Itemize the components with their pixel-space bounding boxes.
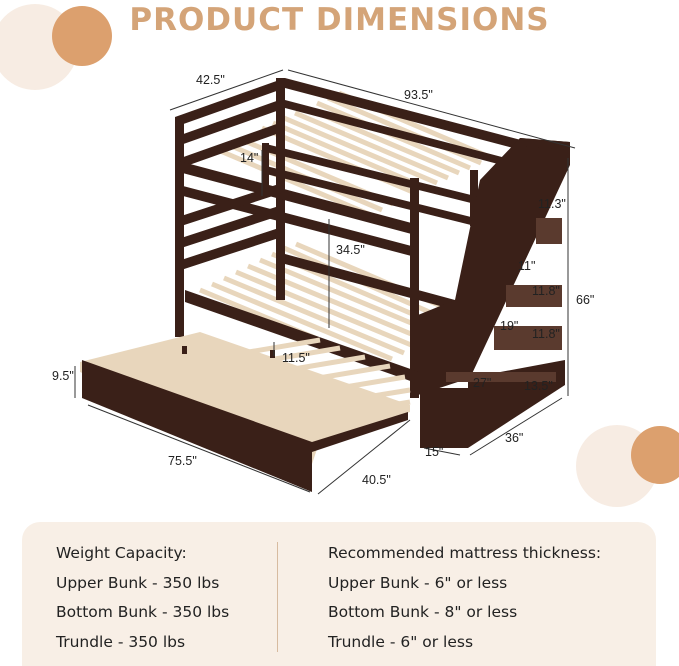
- dimension-labels: 42.5" 93.5" 14" 11.3" 34.5" 11" 11.8" 66…: [52, 73, 594, 487]
- dim-overall-height: 66": [576, 293, 594, 307]
- info-panel: Weight Capacity: Upper Bunk - 350 lbs Bo…: [22, 522, 656, 666]
- dim-step-c: 19": [500, 319, 518, 333]
- weight-trundle: Trundle - 350 lbs: [56, 632, 186, 651]
- dim-step-a: 11": [518, 259, 535, 273]
- dim-stair-width: 13.5": [524, 379, 553, 393]
- trundle: [80, 332, 411, 492]
- dim-step-b: 11.8": [532, 284, 560, 298]
- dim-stair-base: 15": [425, 445, 443, 459]
- weight-capacity-heading: Weight Capacity:: [56, 544, 187, 562]
- dim-bunk-gap: 34.5": [336, 243, 365, 257]
- dim-stair-length: 36": [505, 431, 523, 445]
- decorative-circle-dark-right: [631, 426, 679, 484]
- stair-highlights: [446, 218, 562, 382]
- weight-upper-bunk: Upper Bunk - 350 lbs: [56, 573, 220, 592]
- dim-trundle-height: 9.5": [52, 369, 74, 383]
- mattress-upper-bunk: Upper Bunk - 6" or less: [328, 573, 508, 592]
- decorative-circle-dark-top: [52, 6, 112, 66]
- dim-step-d: 11.8": [532, 327, 560, 341]
- dim-depth-top: 42.5": [196, 73, 225, 87]
- mattress-thickness-column: Recommended mattress thickness: Upper Bu…: [328, 539, 601, 657]
- dim-stair-top: 11.3": [538, 197, 566, 211]
- bed-frame: [175, 78, 521, 398]
- dim-trundle-width: 40.5": [362, 473, 391, 487]
- dim-length-top: 93.5": [404, 88, 433, 102]
- bunk-bed-diagram: 42.5" 93.5" 14" 11.3" 34.5" 11" 11.8" 66…: [52, 69, 594, 495]
- dim-trundle-length: 75.5": [168, 454, 197, 468]
- dimension-lines: [74, 69, 576, 495]
- mattress-trundle: Trundle - 6" or less: [328, 632, 474, 651]
- weight-bottom-bunk: Bottom Bunk - 350 lbs: [56, 603, 230, 621]
- weight-capacity-column: Weight Capacity: Upper Bunk - 350 lbs Bo…: [56, 539, 229, 657]
- mattress-bottom-bunk: Bottom Bunk - 8" or less: [328, 603, 518, 621]
- page-title: PRODUCT DIMENSIONS: [129, 2, 550, 38]
- dim-guardrail: 14": [240, 151, 258, 165]
- column-divider: [277, 542, 278, 652]
- dim-stair-depth: 27": [473, 376, 491, 390]
- mattress-thickness-heading: Recommended mattress thickness:: [328, 544, 602, 562]
- dim-trundle-clearance: 11.5": [282, 351, 310, 365]
